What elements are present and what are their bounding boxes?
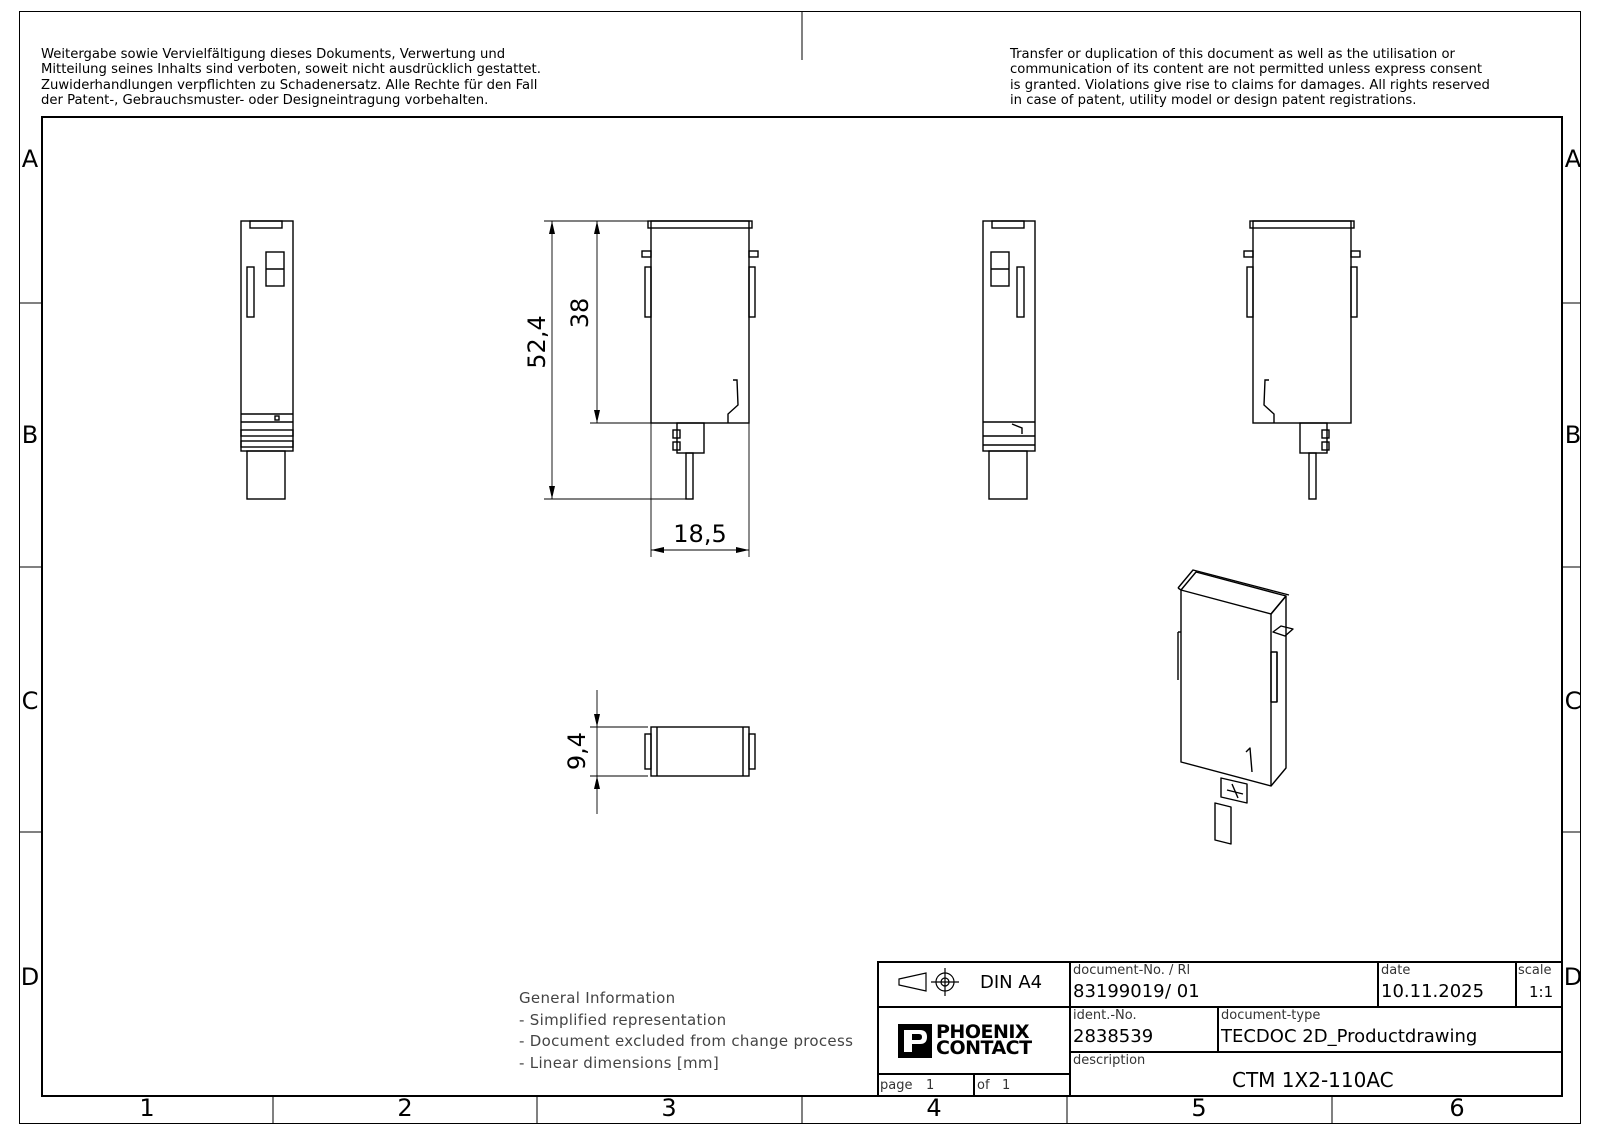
of-label: of bbox=[977, 1078, 990, 1093]
general-info-item: - Linear dimensions [mm] bbox=[519, 1053, 719, 1072]
view-top bbox=[644, 726, 756, 777]
general-info-heading: General Information bbox=[519, 989, 676, 1007]
general-information: General Information - Simplified represe… bbox=[519, 988, 853, 1074]
dimension-width: 18,5 bbox=[673, 520, 727, 548]
view-isometric bbox=[1177, 569, 1294, 845]
logo-line-2: CONTACT bbox=[936, 1037, 1032, 1059]
grid-row-letter-left: C bbox=[21, 687, 39, 715]
outer-frame bbox=[19, 11, 1581, 1124]
scale-value: 1:1 bbox=[1529, 983, 1554, 1001]
copyright-notice-de: Weitergabe sowie Vervielfältigung dieses… bbox=[41, 47, 541, 109]
view-side-left bbox=[240, 220, 294, 500]
page-number: 1 bbox=[926, 1078, 935, 1093]
grid-row-letter-right: C bbox=[1564, 687, 1582, 715]
notice-line: Transfer or duplication of this document… bbox=[1010, 47, 1455, 62]
description-value: CTM 1X2-110AC bbox=[1232, 1068, 1394, 1092]
ident-label: ident.-No. bbox=[1073, 1008, 1137, 1023]
document-no-label: document-No. / Rl bbox=[1073, 963, 1191, 978]
paper-format: DIN A4 bbox=[980, 972, 1043, 993]
grid-row-letter-right: B bbox=[1564, 421, 1582, 449]
view-side-right bbox=[982, 220, 1036, 500]
page-label: page bbox=[880, 1078, 913, 1093]
dimension-arrows bbox=[549, 221, 749, 789]
projection-icon bbox=[898, 968, 959, 996]
general-info-item: - Document excluded from change process bbox=[519, 1032, 854, 1050]
notice-line: Mitteilung seines Inhalts sind verboten,… bbox=[41, 62, 541, 78]
revision: / 01 bbox=[1165, 981, 1200, 1002]
ident-no: 2838539 bbox=[1073, 1026, 1154, 1047]
grid-col-number: 5 bbox=[1191, 1094, 1207, 1122]
grid-row-letter-left: A bbox=[21, 145, 39, 173]
date-value: 10.11.2025 bbox=[1381, 981, 1485, 1002]
notice-line: der Patent-, Gebrauchsmuster- oder Desig… bbox=[41, 93, 489, 109]
grid-col-number: 2 bbox=[397, 1094, 413, 1122]
grid-row-letter-left: B bbox=[21, 421, 39, 449]
copyright-notice-en: Transfer or duplication of this document… bbox=[1010, 47, 1490, 109]
phoenix-contact-logo: PHOENIX CONTACT bbox=[898, 1022, 1048, 1058]
grid-row-letter-right: A bbox=[1564, 145, 1582, 173]
grid-col-number: 1 bbox=[139, 1094, 155, 1122]
date-label: date bbox=[1381, 963, 1411, 978]
document-type: TECDOC 2D_Productdrawing bbox=[1221, 1026, 1478, 1047]
grid-col-number: 6 bbox=[1449, 1094, 1465, 1122]
logo-line-1: PHOENIX bbox=[936, 1021, 1030, 1043]
view-front bbox=[641, 220, 759, 500]
document-type-label: document-type bbox=[1221, 1008, 1321, 1023]
dimension-lines bbox=[544, 220, 750, 814]
scale-label: scale bbox=[1518, 963, 1552, 978]
grid-row-letter-left: D bbox=[20, 963, 40, 991]
logo-mark-icon bbox=[898, 1024, 932, 1058]
grid-col-number: 4 bbox=[926, 1094, 942, 1122]
grid-col-number: 3 bbox=[661, 1094, 677, 1122]
notice-line: communication of its content are not per… bbox=[1010, 62, 1483, 78]
notice-line: is granted. Violations give rise to clai… bbox=[1010, 77, 1490, 93]
description-label: description bbox=[1073, 1053, 1146, 1068]
title-block bbox=[877, 961, 1563, 1097]
notice-line: Weitergabe sowie Vervielfältigung dieses… bbox=[41, 47, 506, 62]
document-no: 83199019 bbox=[1073, 981, 1165, 1002]
row-separators bbox=[19, 302, 1581, 833]
general-info-item: - Simplified representation bbox=[519, 1010, 727, 1029]
grid-row-letter-right: D bbox=[1563, 963, 1583, 991]
column-separators bbox=[272, 1096, 1333, 1123]
dimension-body-height: 38 bbox=[566, 297, 594, 329]
page-total: 1 bbox=[1002, 1078, 1011, 1093]
notice-line: in case of patent, utility model or desi… bbox=[1010, 93, 1417, 109]
notice-line: Zuwiderhandlungen verpflichten zu Schade… bbox=[41, 77, 538, 93]
dimension-depth: 9,4 bbox=[563, 731, 591, 771]
dimension-total-height: 52,4 bbox=[523, 315, 551, 369]
view-back bbox=[1243, 220, 1361, 500]
inner-frame bbox=[41, 116, 1563, 1097]
